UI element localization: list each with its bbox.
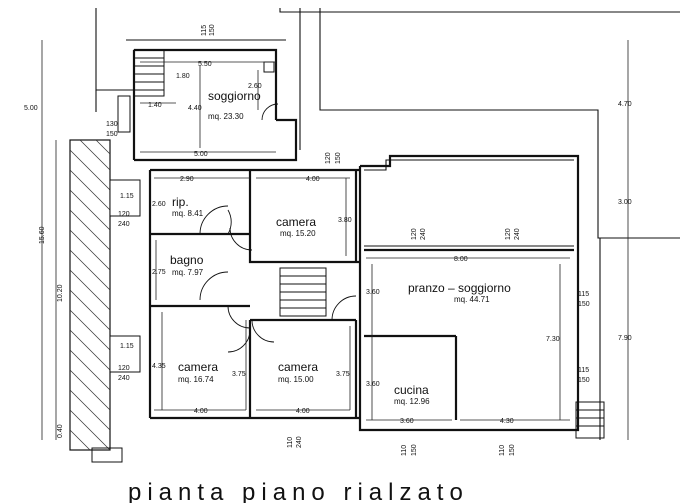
doors — [199, 103, 357, 353]
dim-2-90: 2.90 — [180, 176, 194, 183]
dim-3-00: 3.00 — [618, 199, 632, 206]
dim-1-15b: 1.15 — [120, 343, 134, 350]
dim-3-60c: 3.60 — [400, 418, 414, 425]
dim-15-60: 15.60 — [39, 226, 46, 244]
room-area-camera-3: mq. 15.00 — [278, 375, 314, 384]
dim-4-00a: 4.00 — [306, 176, 320, 183]
win-240-e: 240 — [296, 436, 303, 448]
dim-5-50: 5.50 — [198, 61, 212, 68]
dimension-lines — [41, 40, 629, 440]
dim-5-00-top: 5.00 — [194, 151, 208, 158]
dim-7-30: 7.30 — [546, 336, 560, 343]
win-150-c: 150 — [335, 152, 342, 164]
dim-4-40: 4.40 — [188, 105, 202, 112]
win-115-a: 115 — [201, 25, 208, 36]
win-150-b: 150 — [106, 131, 118, 138]
room-name-camera-3: camera — [278, 360, 318, 374]
room-name-camera-2: camera — [178, 360, 218, 374]
dim-7-90: 7.90 — [618, 335, 632, 342]
dim-3-60a: 3.60 — [366, 289, 380, 296]
room-area-rip: mq. 8.41 — [172, 209, 204, 218]
win-150-f: 150 — [411, 444, 418, 456]
room-area-pranzo: mq. 44.71 — [454, 295, 490, 304]
dim-1-15a: 1.15 — [120, 193, 134, 200]
room-name-camera-1: camera — [276, 215, 316, 229]
room-area-soggiorno: mq. 23.30 — [208, 112, 244, 121]
room-name-pranzo: pranzo – soggiorno — [408, 281, 511, 295]
room-name-bagno: bagno — [170, 253, 204, 267]
win-150-d: 150 — [578, 301, 590, 308]
dim-2-60b: 2.60 — [152, 201, 166, 208]
dim-4-00b: 4.00 — [194, 408, 208, 415]
win-240-b: 240 — [420, 228, 427, 240]
win-120-c: 120 — [411, 228, 418, 240]
balcony-hatch — [69, 95, 141, 463]
dim-4-30: 4.30 — [500, 418, 514, 425]
dim-2-75: 2.75 — [152, 269, 166, 276]
dim-4-70: 4.70 — [618, 101, 632, 108]
win-240-c: 240 — [514, 228, 521, 240]
site-lines — [95, 8, 680, 440]
dim-3-80: 3.80 — [338, 217, 352, 224]
dim-4-00c: 4.00 — [296, 408, 310, 415]
walls — [126, 39, 605, 439]
dim-3-75a: 3.75 — [232, 371, 246, 378]
dim-5-00-left: 5.00 — [24, 105, 38, 112]
plan-title: pianta piano rialzato — [128, 479, 469, 503]
room-labels: soggiorno mq. 23.30 rip. mq. 8.41 camera… — [170, 89, 511, 406]
room-name-cucina: cucina — [394, 383, 429, 397]
win-150-a: 150 — [209, 24, 216, 36]
room-area-camera-2: mq. 16.74 — [178, 375, 214, 384]
room-area-camera-1: mq. 15.20 — [280, 229, 316, 238]
dimension-texts: 5.50 1.80 2.60 1.40 4.40 5.00 5.00 2.90 … — [24, 61, 632, 438]
win-120-e: 120 — [118, 365, 130, 372]
dim-8-00: 8.00 — [454, 256, 468, 263]
window-annotations: 115 150 130 150 120 150 120 240 120 240 … — [106, 24, 590, 456]
dim-0-40: 0.40 — [57, 424, 64, 438]
win-120-b: 120 — [118, 211, 130, 218]
dim-1-80: 1.80 — [176, 73, 190, 80]
room-name-soggiorno: soggiorno — [208, 89, 261, 103]
win-240-a: 240 — [118, 221, 130, 228]
dim-1-40: 1.40 — [148, 102, 162, 109]
win-120-a: 120 — [325, 152, 332, 164]
dim-10-20: 10.20 — [57, 284, 64, 302]
dim-4-35: 4.35 — [152, 363, 166, 370]
win-130: 130 — [106, 121, 118, 128]
win-115-b: 115 — [578, 291, 589, 298]
win-240-d: 240 — [118, 375, 130, 382]
dim-3-75b: 3.75 — [336, 371, 350, 378]
win-150-e: 150 — [578, 377, 590, 384]
win-150-g: 150 — [509, 444, 516, 456]
room-name-rip: rip. — [172, 195, 189, 209]
room-area-bagno: mq. 7.97 — [172, 268, 204, 277]
win-115-c: 115 — [578, 367, 589, 374]
room-area-cucina: mq. 12.96 — [394, 397, 430, 406]
win-110-c: 110 — [499, 445, 506, 456]
dim-2-60a: 2.60 — [248, 83, 262, 90]
win-110-a: 110 — [287, 437, 294, 448]
win-120-d: 120 — [505, 228, 512, 240]
win-110-b: 110 — [401, 445, 408, 456]
dim-3-60b: 3.60 — [366, 381, 380, 388]
